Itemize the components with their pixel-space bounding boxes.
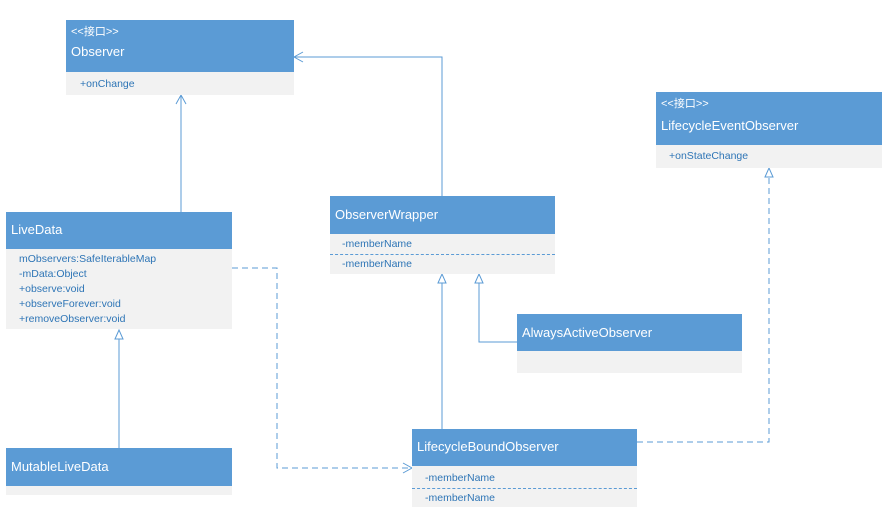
member-row: +onStateChange xyxy=(669,150,749,162)
class-members xyxy=(517,351,742,373)
class-members: +onChange xyxy=(66,72,294,95)
member-row: mObservers:SafeIterableMap xyxy=(19,253,157,265)
class-header: LifecycleBoundObserver xyxy=(412,429,637,466)
class-name: LifecycleBoundObserver xyxy=(417,439,559,454)
class-always-active-observer[interactable]: AlwaysActiveObserver xyxy=(517,314,742,373)
class-name: AlwaysActiveObserver xyxy=(522,325,653,340)
edge-observerwrapper-observer xyxy=(292,51,443,196)
member-row: -memberName xyxy=(342,238,413,250)
class-members: -memberName -memberName xyxy=(330,234,555,274)
stereotype-label: <<接口>> xyxy=(661,98,709,110)
class-members: mObservers:SafeIterableMap -mData:Object… xyxy=(6,249,232,329)
class-header: MutableLiveData xyxy=(6,448,232,486)
class-header: ObserverWrapper xyxy=(330,196,555,234)
class-header: AlwaysActiveObserver xyxy=(517,314,742,351)
class-name: LiveData xyxy=(11,222,63,237)
member-row: +onChange xyxy=(80,78,135,90)
member-separator xyxy=(412,488,637,489)
edge-livedata-lifecycleboundobserver xyxy=(232,267,414,474)
class-header: <<接口>> LifecycleEventObserver xyxy=(656,92,882,145)
member-row: -memberName xyxy=(425,492,496,504)
class-name: ObserverWrapper xyxy=(335,207,439,222)
edge-alwaysactiveobserver-observerwrapper xyxy=(474,272,517,343)
class-members xyxy=(6,486,232,495)
class-header: LiveData xyxy=(6,212,232,249)
stereotype-label: <<接口>> xyxy=(71,26,119,38)
member-row: -memberName xyxy=(342,258,413,270)
member-separator xyxy=(330,254,555,255)
member-row: +observe:void xyxy=(19,283,85,295)
class-members: +onStateChange xyxy=(656,145,882,168)
member-row: -memberName xyxy=(425,472,496,484)
member-row: -mData:Object xyxy=(19,268,87,280)
class-observer[interactable]: <<接口>> Observer +onChange xyxy=(66,20,294,95)
class-name: LifecycleEventObserver xyxy=(661,118,799,133)
class-observer-wrapper[interactable]: ObserverWrapper -memberName -memberName xyxy=(330,196,555,274)
class-header: <<接口>> Observer xyxy=(66,20,294,72)
class-livedata[interactable]: LiveData mObservers:SafeIterableMap -mDa… xyxy=(6,212,232,329)
class-mutable-livedata[interactable]: MutableLiveData xyxy=(6,448,232,495)
class-members: -memberName -memberName xyxy=(412,466,637,507)
edge-lifecycleboundobserver-lifecycleeventobserver xyxy=(637,166,774,443)
class-name: MutableLiveData xyxy=(11,459,109,474)
member-row: +observeForever:void xyxy=(19,298,121,310)
class-lifecycle-event-observer[interactable]: <<接口>> LifecycleEventObserver +onStateCh… xyxy=(656,92,882,168)
class-lifecycle-bound-observer[interactable]: LifecycleBoundObserver -memberName -memb… xyxy=(412,429,637,507)
member-row: +removeObserver:void xyxy=(19,313,126,325)
class-name: Observer xyxy=(71,44,125,59)
